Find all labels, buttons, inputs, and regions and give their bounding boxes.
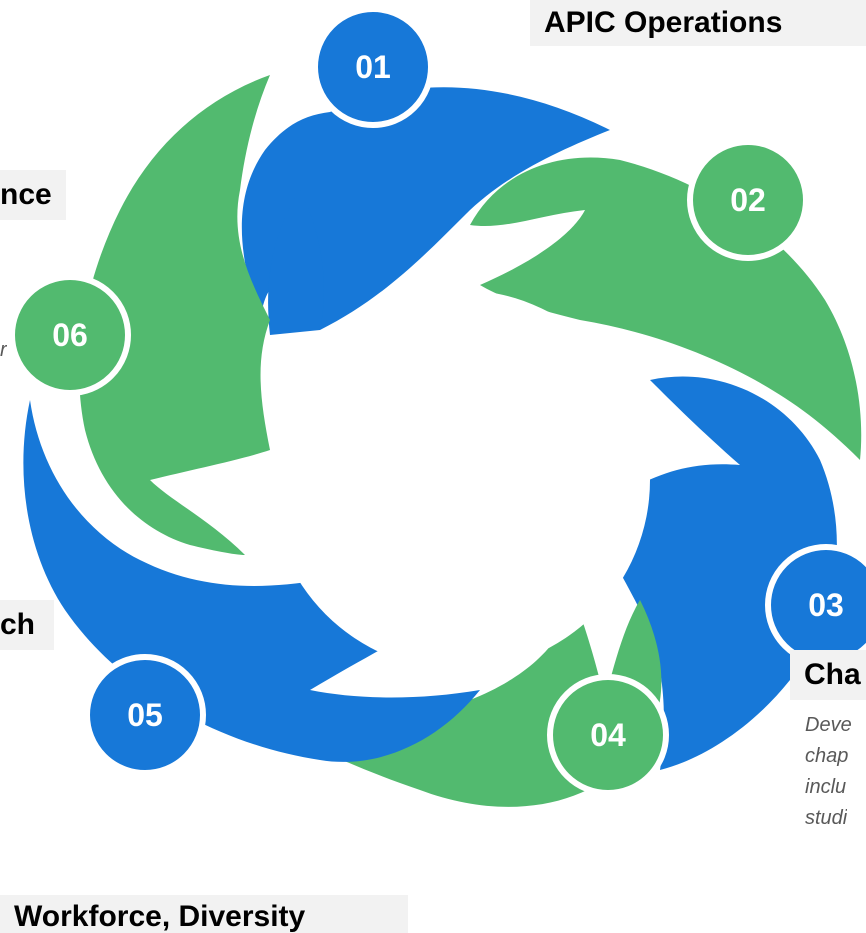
desc-right-line-2: chap — [805, 745, 849, 767]
desc-left-fragment: r — [0, 339, 7, 361]
step-bubble-01: 01 — [312, 6, 434, 128]
label-left-upper: nce — [0, 170, 66, 220]
label-bottom: Workforce, Diversity — [0, 895, 408, 933]
center-circle — [270, 290, 650, 670]
step-number-02: 02 — [730, 182, 766, 218]
desc-right-line-1: Deve — [805, 714, 852, 736]
step-number-05: 05 — [127, 697, 163, 733]
desc-right-line-3: inclu — [805, 776, 847, 798]
label-top-right: APIC Operations — [530, 0, 866, 46]
petal-06 — [79, 75, 270, 555]
step-bubble-04: 04 — [547, 674, 669, 796]
step-number-04: 04 — [590, 717, 626, 753]
step-bubble-05: 05 — [84, 654, 206, 776]
step-bubble-06: 06 — [9, 274, 131, 396]
step-bubble-03: 03 — [765, 544, 866, 666]
step-bubble-02: 02 — [687, 139, 809, 261]
label-right-lower: Cha — [790, 650, 866, 700]
petal-01 — [241, 87, 610, 335]
desc-right-line-4: studi — [805, 807, 848, 829]
step-number-01: 01 — [355, 49, 391, 85]
label-left-middle: ch — [0, 600, 54, 650]
step-number-06: 06 — [52, 317, 88, 353]
petal-03 — [590, 376, 837, 770]
step-number-03: 03 — [808, 587, 844, 623]
